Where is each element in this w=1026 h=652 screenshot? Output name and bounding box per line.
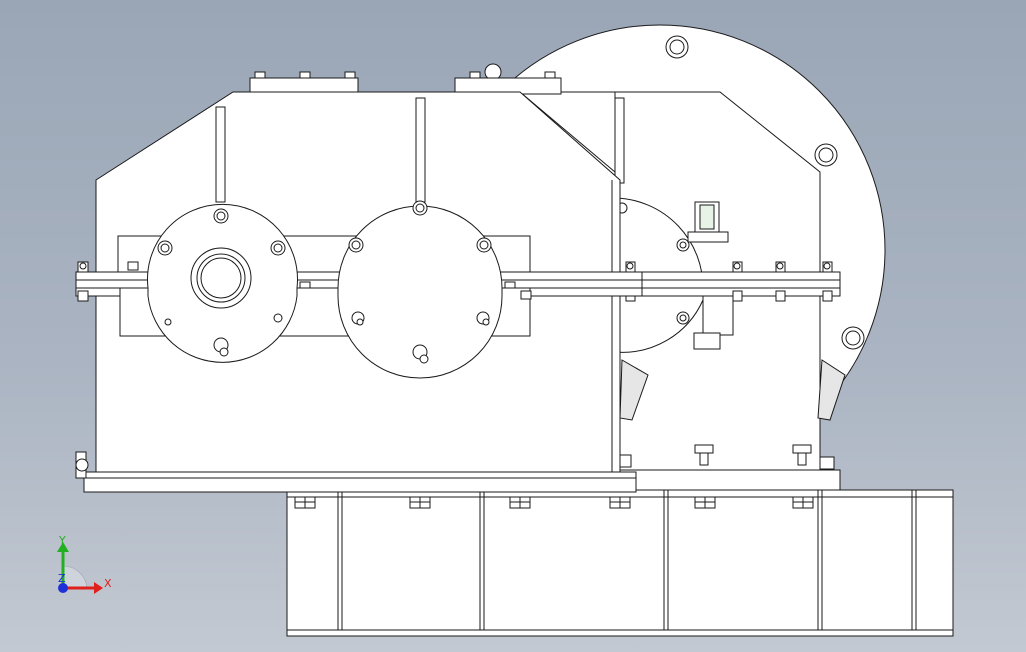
bearing-cap <box>147 203 298 363</box>
gearbox-drawing <box>75 24 954 637</box>
triad-x-arrow <box>94 582 103 594</box>
bearing-cap <box>337 200 503 379</box>
drain-plug <box>75 451 89 479</box>
triad-x-label: X <box>104 577 112 590</box>
triad-y-arrow <box>57 542 69 552</box>
base-bolt <box>294 496 814 509</box>
triad-z-axis <box>58 583 68 593</box>
skid-base <box>286 489 954 637</box>
output-shaft <box>196 253 246 303</box>
triad-z-label: Z <box>58 572 66 585</box>
breather-valve <box>687 201 729 243</box>
inspection-rod <box>614 97 625 184</box>
top-cover <box>249 71 562 95</box>
rear-flange-rail <box>621 271 841 297</box>
bolt <box>77 261 532 302</box>
triad-y-label: Y <box>58 534 66 547</box>
coordinate-triad: Y X Z <box>57 534 112 594</box>
gearbox-housing <box>75 91 643 493</box>
drain-pipe <box>619 359 846 421</box>
